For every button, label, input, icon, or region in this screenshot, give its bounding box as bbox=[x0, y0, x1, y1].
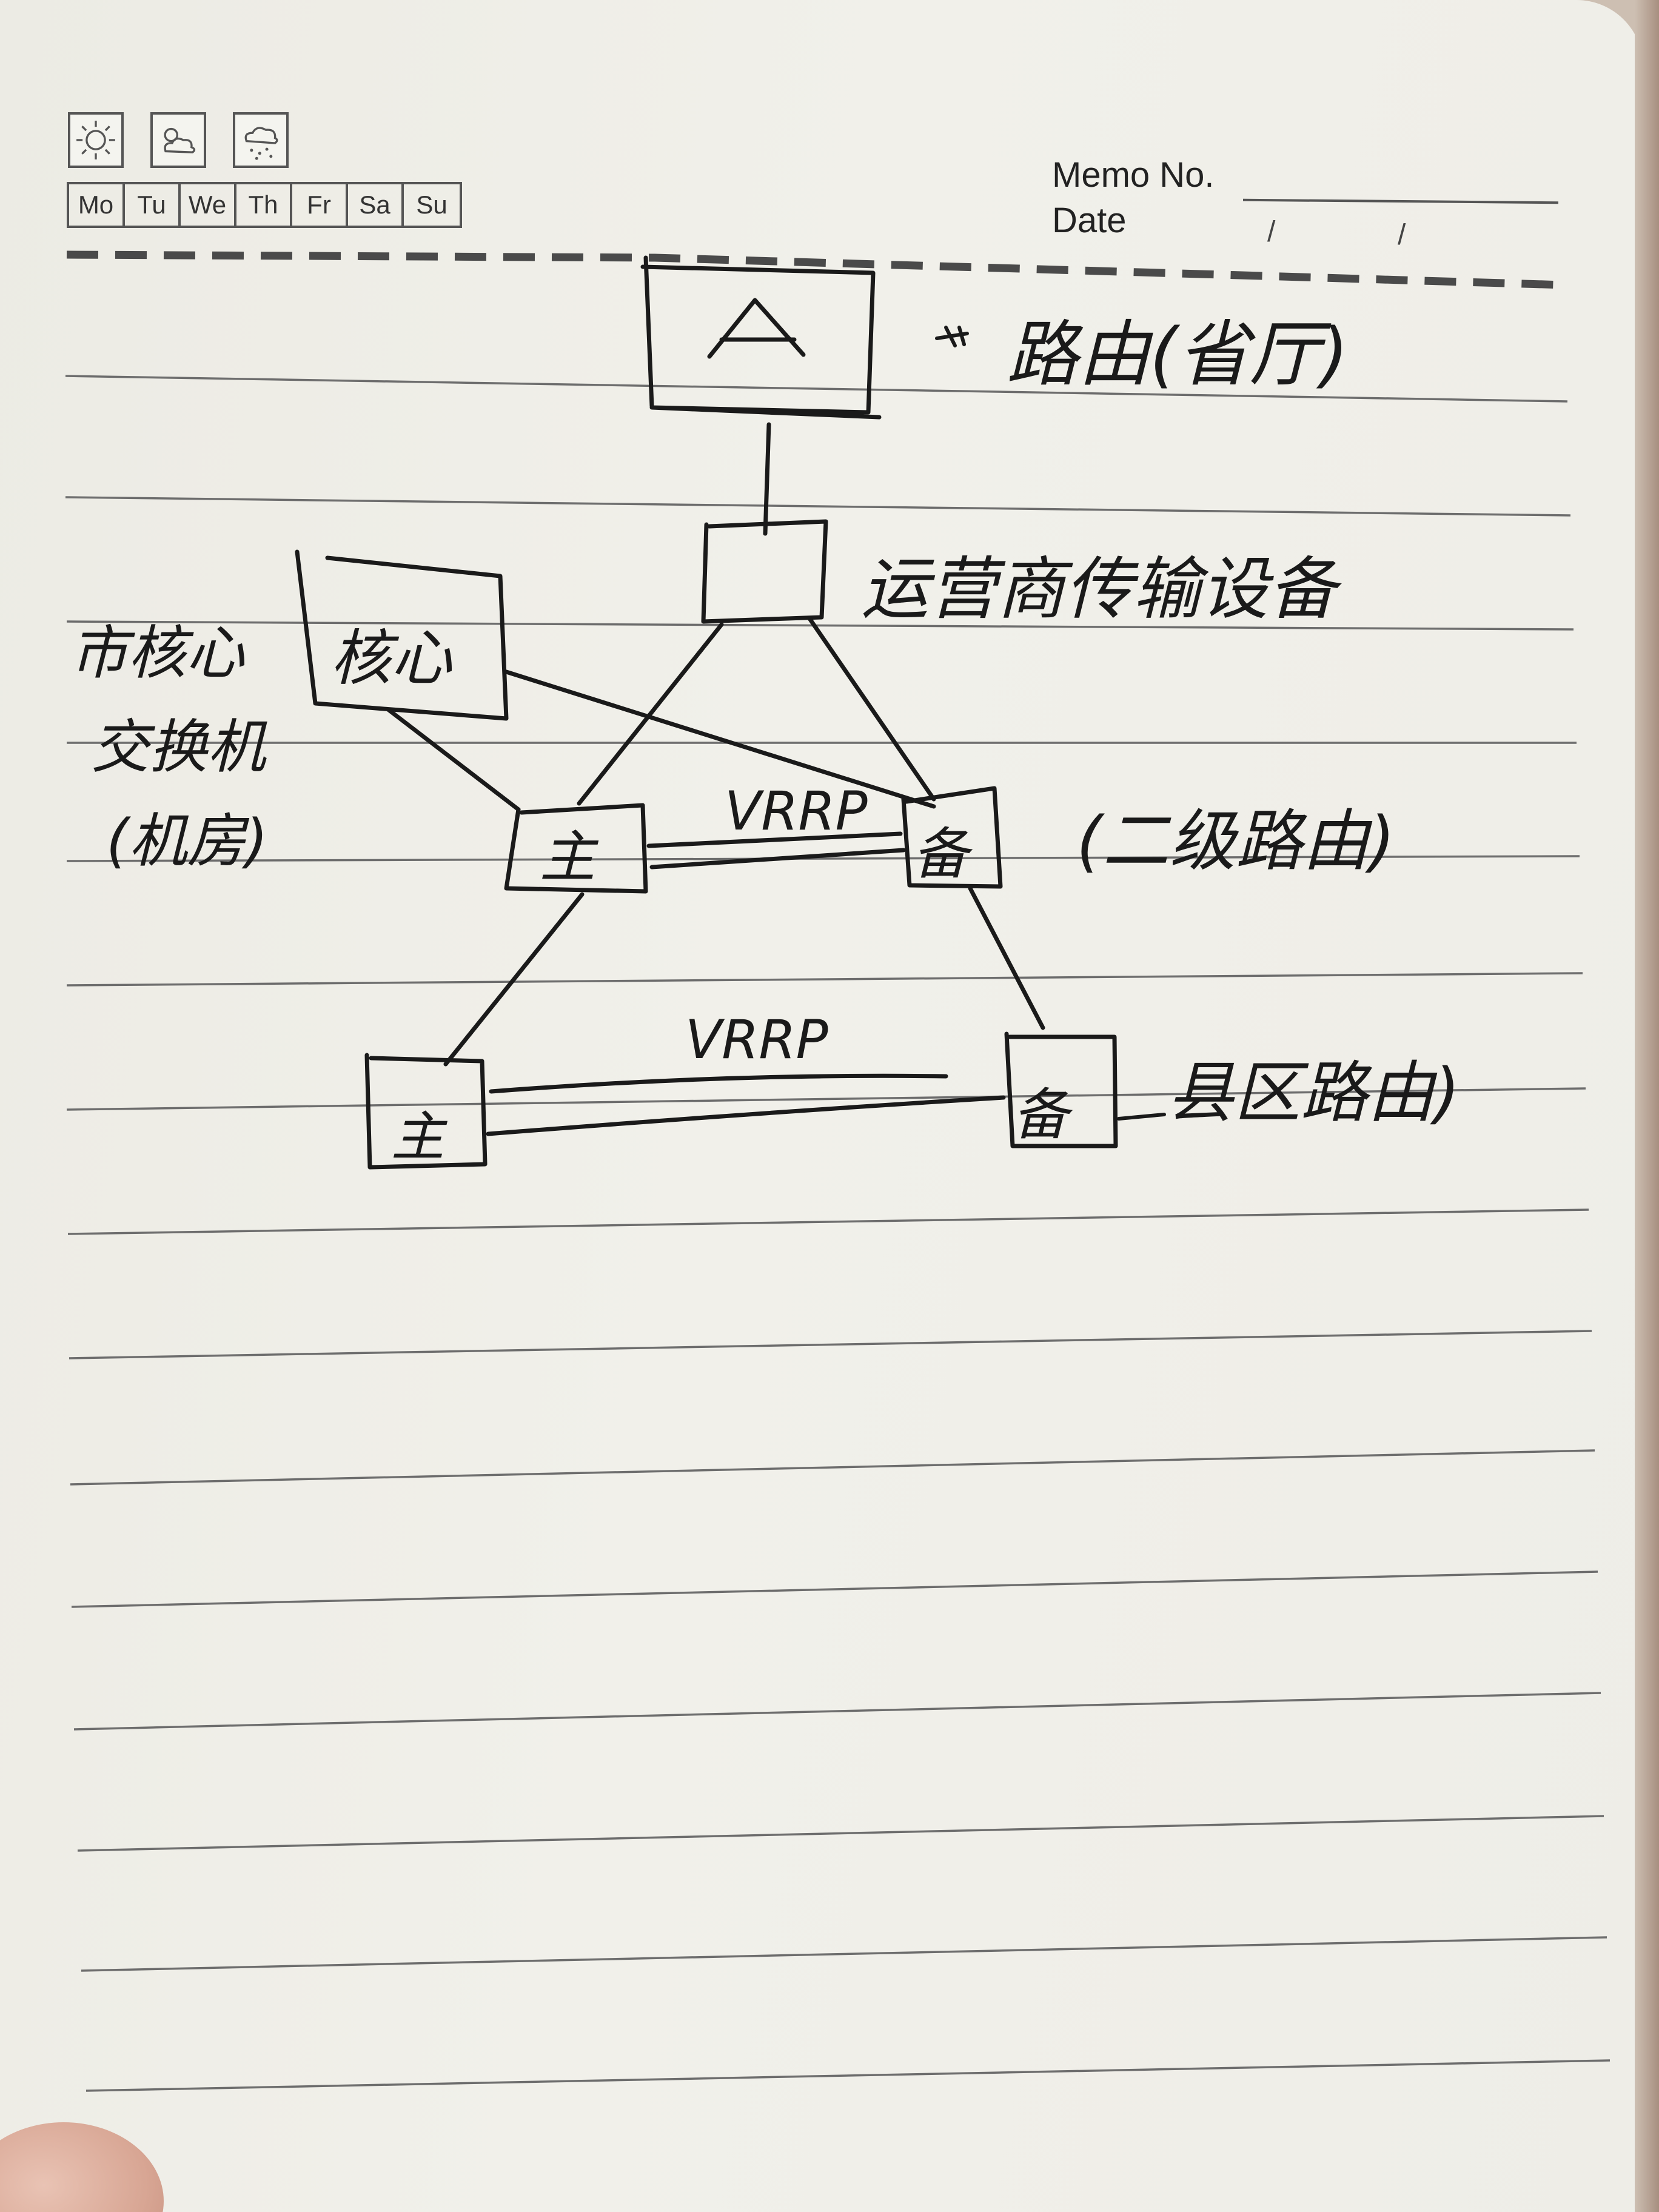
link-vrrp-bottom bbox=[488, 1076, 1004, 1134]
link-master-county bbox=[446, 894, 582, 1064]
ruled-lines bbox=[65, 376, 1610, 2091]
link-backup-county bbox=[970, 888, 1043, 1028]
link-core-backup bbox=[506, 672, 934, 806]
link-core-master bbox=[388, 709, 518, 809]
node-core-label: 核心 bbox=[330, 623, 452, 694]
node-county-backup-label: 备 bbox=[1013, 1082, 1073, 1147]
node-secondary-master-label: 主 bbox=[540, 825, 599, 890]
annotation-core-line2: 交换机 bbox=[91, 713, 267, 781]
annotation-core-line1: 市核心 bbox=[70, 619, 245, 687]
notebook-edge bbox=[1635, 0, 1659, 2212]
link-transport-master bbox=[579, 625, 722, 803]
link-vrrp-top-label: VRRP bbox=[725, 780, 868, 842]
annotation-secondary: (二级路由) bbox=[1076, 802, 1395, 880]
node-transport-box bbox=[703, 521, 826, 622]
annotation-transport: 运营商传输设备 bbox=[861, 550, 1342, 629]
node-county-master-label: 主 bbox=[391, 1105, 448, 1168]
annotation-core-line3: (机房) bbox=[106, 807, 268, 875]
annotation-a: 路由(省厅) bbox=[1007, 312, 1349, 396]
node-secondary-backup-label: 备 bbox=[913, 822, 973, 886]
link-a-transport bbox=[765, 424, 769, 534]
link-vrrp-bottom-label: VRRP bbox=[685, 1008, 828, 1071]
annotation-county: 县区路由) bbox=[1167, 1054, 1460, 1131]
